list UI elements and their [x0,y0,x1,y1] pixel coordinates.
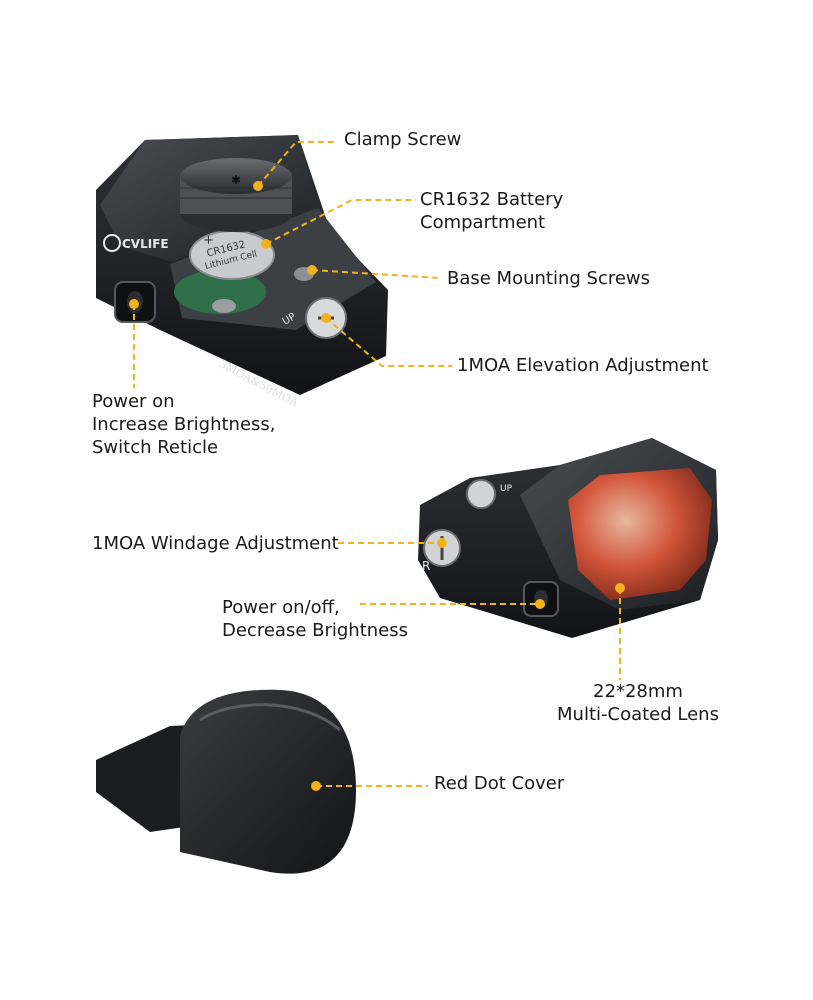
callout-lens-line1: 22*28mm [593,681,683,702]
leader-clamp-screw [257,141,336,187]
callout-elevation-adjustment: 1MOA Elevation Adjustment [457,354,709,377]
callout-power-line2: Increase Brightness, [92,414,276,435]
callout-elevation-text: 1MOA Elevation Adjustment [457,355,709,376]
callout-cover-text: Red Dot Cover [434,773,565,794]
callout-power-off-line2: Decrease Brightness [222,620,408,641]
callout-lens: 22*28mm Multi-Coated Lens [548,680,728,726]
callout-windage-text: 1MOA Windage Adjustment [92,533,339,554]
elevation-dial-front [466,479,496,509]
leader-base-screws [311,269,441,279]
callout-red-dot-cover: Red Dot Cover [434,772,564,795]
base-screw-left [212,299,236,313]
callout-base-screws-text: Base Mounting Screws [447,268,651,289]
svg-text:✱: ✱ [231,173,241,187]
cover-body [180,689,356,874]
brand-text: CVLIFE [122,237,169,251]
callout-windage-adjustment: 1MOA Windage Adjustment [92,532,339,555]
callout-battery-line2: Compartment [420,212,546,233]
callout-power-on: Power on Increase Brightness, Switch Ret… [92,390,276,459]
callout-base-mounting-screws: Base Mounting Screws [447,267,650,290]
brand-logo-icon [103,234,121,252]
callout-leaders [133,141,621,787]
callout-power-line1: Power on [92,391,175,412]
battery-polarity: + [203,233,214,248]
cover-illustration [96,689,356,874]
callout-clamp-screw: Clamp Screw [344,128,461,151]
leader-battery [265,199,416,245]
callout-dots [129,181,625,791]
front-dial-marking-up: UP [500,484,513,494]
battery-cell: + CR1632 Lithium Cell [189,230,275,280]
callout-battery-compartment: CR1632 Battery Compartment [420,188,563,234]
front-sight-illustration: UP R [418,438,718,638]
callout-power-line3: Switch Reticle [92,437,219,458]
front-dial-marking-r: R [422,559,430,573]
callout-battery-line1: CR1632 Battery [420,189,564,210]
clamp-screw-cap: ✱ [180,158,292,232]
leader-elevation [325,317,452,367]
battery-board [174,270,266,314]
callout-power-off: Power on/off, Decrease Brightness [222,596,408,642]
callout-clamp-screw-text: Clamp Screw [344,129,462,150]
callout-lens-line2: Multi-Coated Lens [557,704,719,725]
lens-glass [568,468,712,600]
callout-power-off-line1: Power on/off, [222,597,340,618]
